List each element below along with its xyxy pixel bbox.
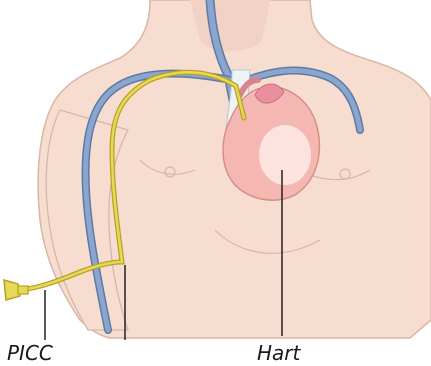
picc-label: PICC [7, 343, 53, 363]
picc-hub-connector [18, 286, 28, 294]
heart-highlight [259, 125, 311, 185]
heart-label: Hart [257, 343, 300, 363]
